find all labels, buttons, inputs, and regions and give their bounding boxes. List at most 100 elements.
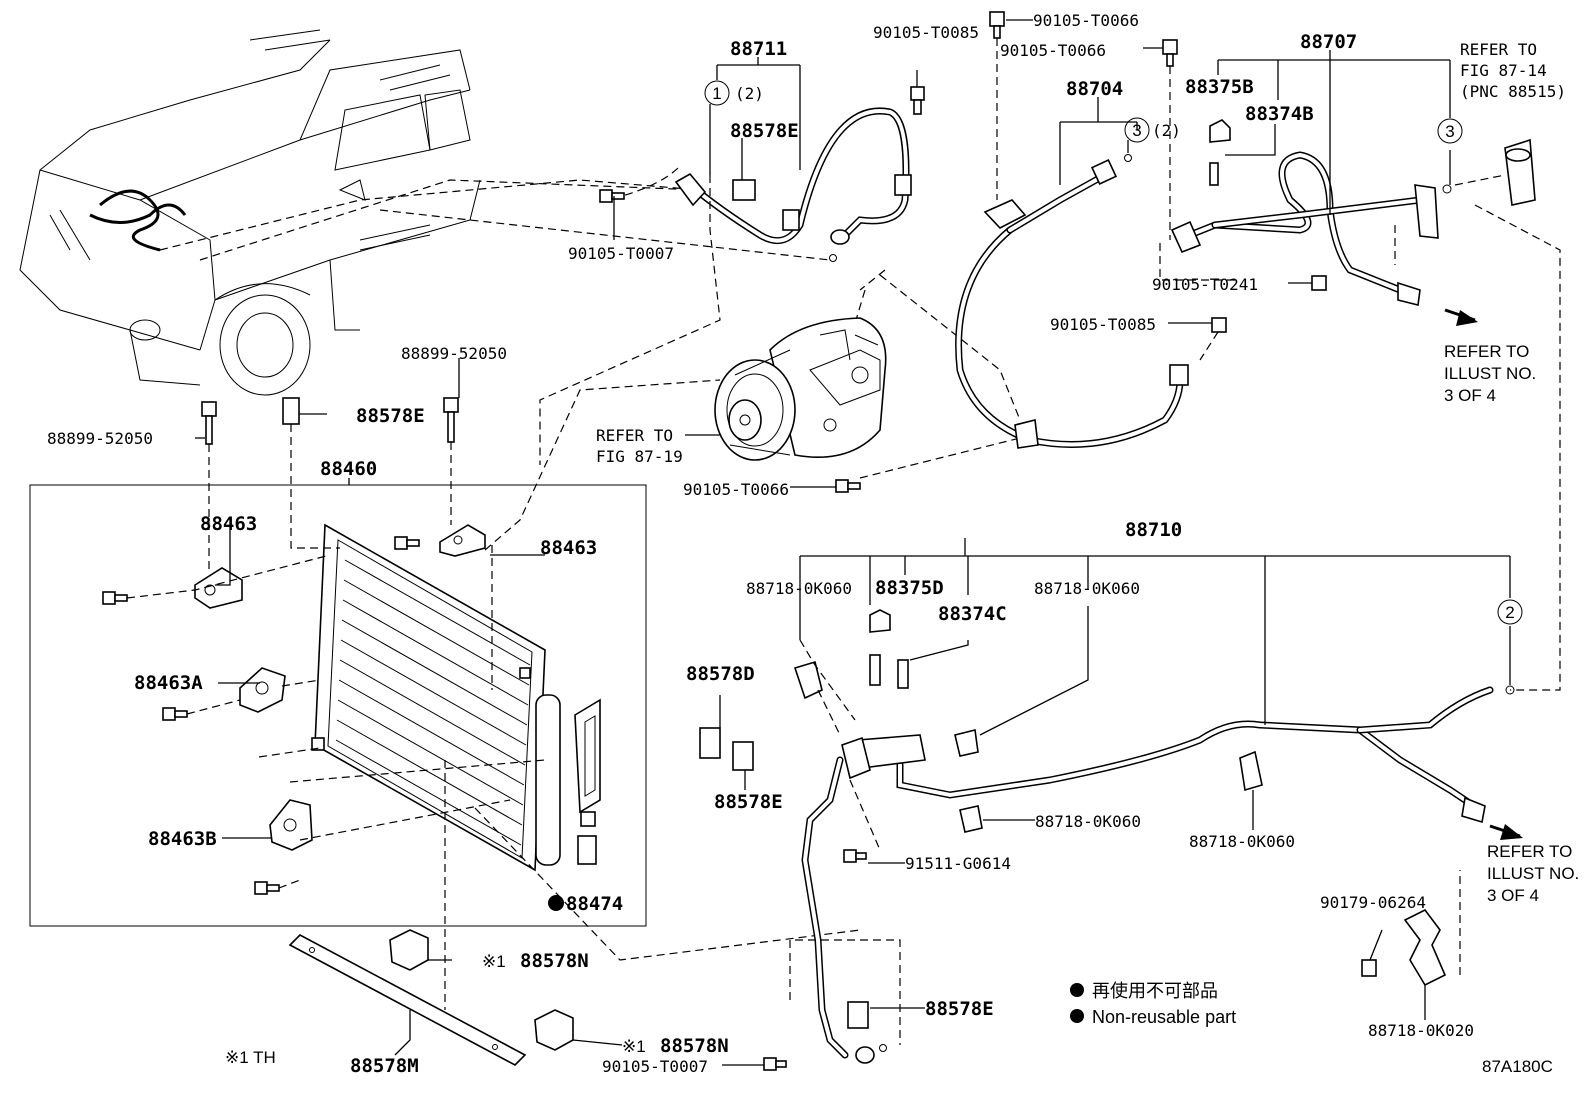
note-th: ※1 TH <box>225 1048 276 1067</box>
cushion-88578E-hose <box>732 179 756 201</box>
label-ref-illust-bot-line1: REFER TO <box>1487 842 1572 861</box>
label-88463-right: 88463 <box>540 537 597 559</box>
label-90105-T0085-top: 90105-T0085 <box>873 23 979 42</box>
suction-pipe-88704 <box>955 154 1189 449</box>
svg-text:2: 2 <box>1505 603 1514 622</box>
label-88711: 88711 <box>730 38 787 60</box>
seal-88578M <box>288 934 527 1066</box>
clamps-88718 <box>793 660 1263 833</box>
cushion-88578N-2 <box>534 1009 574 1051</box>
bracket-88463A <box>239 667 286 713</box>
label-88578M: 88578M <box>350 1055 419 1077</box>
label-88704: 88704 <box>1066 78 1123 100</box>
bolt-90105-T0007-top <box>599 189 625 203</box>
label-88460: 88460 <box>320 458 377 480</box>
circle-marker-1: 1 <box>704 80 730 106</box>
cushion-88578E-bot <box>847 1001 869 1029</box>
plug-88474 <box>577 811 597 865</box>
label-ref-fig-8714-line3: (PNC 88515) <box>1460 82 1566 101</box>
label-88375D: 88375D <box>875 577 944 599</box>
svg-text:3: 3 <box>1445 122 1454 141</box>
bolt-90105-T0066-b <box>1162 39 1178 67</box>
bracket-88463-left <box>194 567 243 609</box>
label-90105-T0066-c: 90105-T0066 <box>683 480 789 499</box>
label-ref-illust-top-line1: REFER TO <box>1444 342 1529 361</box>
label-90105-T0066-a: 90105-T0066 <box>1033 11 1139 30</box>
label-88899-top: 88899-52050 <box>401 344 507 363</box>
label-ref-illust-top-line2: ILLUST NO. <box>1444 364 1536 383</box>
label-90179-06264: 90179-06264 <box>1320 893 1426 912</box>
condenser-core <box>314 523 601 872</box>
condenser-assembly-frame <box>29 484 647 927</box>
discharge-hose-88711 <box>674 107 912 262</box>
nut-90179-06264 <box>1361 959 1377 977</box>
circle-marker-2: 2 <box>1497 599 1523 625</box>
label-88718-0K060-c: 88718-0K060 <box>1035 812 1141 831</box>
label-88463B: 88463B <box>148 828 217 850</box>
note-mark-2: ※1 <box>622 1037 646 1056</box>
circle-marker-3b: 3 <box>1437 118 1463 144</box>
label-ref-fig-8714-line2: FIG 87-14 <box>1460 61 1547 80</box>
circle-marker-3a: 3 <box>1124 117 1150 143</box>
label-ref-fig-8714-line1: REFER TO <box>1460 40 1537 59</box>
label-88710: 88710 <box>1125 519 1182 541</box>
label-circle3-qty: (2) <box>1152 121 1181 140</box>
label-88578E-hose: 88578E <box>730 120 799 142</box>
label-90105-T0241: 90105-T0241 <box>1152 275 1258 294</box>
label-88463-left: 88463 <box>200 513 257 535</box>
label-ref-illust-bot-line2: ILLUST NO. <box>1487 864 1579 883</box>
clamp-88718-0K020 <box>1403 908 1447 987</box>
compressor <box>714 317 887 461</box>
cushion-88578D-a <box>699 727 721 759</box>
label-90105-T0007-top: 90105-T0007 <box>568 244 674 263</box>
bolt-91511-G0614 <box>843 849 867 863</box>
label-88578D: 88578D <box>686 663 755 685</box>
label-ref-illust-bot-line3: 3 OF 4 <box>1487 886 1539 905</box>
label-circle1-qty: (2) <box>735 84 764 103</box>
non-reusable-dot-icon <box>548 895 564 911</box>
label-88578N-1: 88578N <box>520 950 589 972</box>
vehicle-dashed-leaders <box>159 179 831 261</box>
cushion-88578E-top <box>282 397 300 425</box>
label-ref-fig-8719-line1: REFER TO <box>596 426 673 445</box>
bolt-90105-T0241 <box>1311 275 1327 291</box>
label-88375B: 88375B <box>1185 76 1254 98</box>
label-88899-left: 88899-52050 <box>47 429 153 448</box>
label-ref-illust-top-line3: 3 OF 4 <box>1444 386 1496 405</box>
label-91511-G0614: 91511-G0614 <box>905 854 1011 873</box>
legend-dot-icon-en <box>1070 1009 1084 1023</box>
legend-text-en: Non-reusable part <box>1092 1007 1236 1027</box>
cushion-88578N-1 <box>389 929 429 971</box>
label-88718-0K060-a: 88718-0K060 <box>746 579 852 598</box>
vehicle-illustration <box>19 29 481 396</box>
note-mark-1: ※1 <box>482 952 506 971</box>
label-ref-fig-8719-line2: FIG 87-19 <box>596 447 683 466</box>
label-88463A: 88463A <box>134 672 203 694</box>
bolt-90105-T0066-comp <box>835 479 861 493</box>
condenser-screws <box>102 536 531 895</box>
bolt-90105-T0007-bot <box>763 1057 787 1071</box>
label-88578N-2: 88578N <box>660 1035 729 1057</box>
cushion-88578D-b <box>732 741 754 771</box>
label-88718-0K020: 88718-0K020 <box>1368 1021 1474 1040</box>
legend-dot-icon-jp <box>1070 983 1084 997</box>
suction-tube-88707 <box>1170 119 1536 306</box>
label-88474: 88474 <box>566 893 623 915</box>
bolt-88899-left <box>201 401 217 445</box>
label-90105-T0085-mid: 90105-T0085 <box>1050 315 1156 334</box>
label-88374B: 88374B <box>1245 103 1314 125</box>
bracket-88463-right <box>439 524 486 557</box>
bolt-90105-T0085-mid <box>1211 317 1227 333</box>
bolt-90105-T0066-top <box>989 11 1005 39</box>
label-88707: 88707 <box>1300 31 1357 53</box>
part-labels: 88899-52050 88899-52050 88578E 88460 884… <box>47 11 1579 1077</box>
condenser-dashed-leaders <box>126 379 861 1010</box>
label-90105-T0066-b: 90105-T0066 <box>1000 41 1106 60</box>
liquid-tube-88710 <box>801 609 1515 1064</box>
legend-text-jp: 再使用不可部品 <box>1092 981 1218 1001</box>
label-88718-0K060-b: 88718-0K060 <box>1034 579 1140 598</box>
figure-code: 87A180C <box>1482 1057 1553 1076</box>
svg-text:1: 1 <box>712 84 721 103</box>
label-88578E-top: 88578E <box>356 405 425 427</box>
